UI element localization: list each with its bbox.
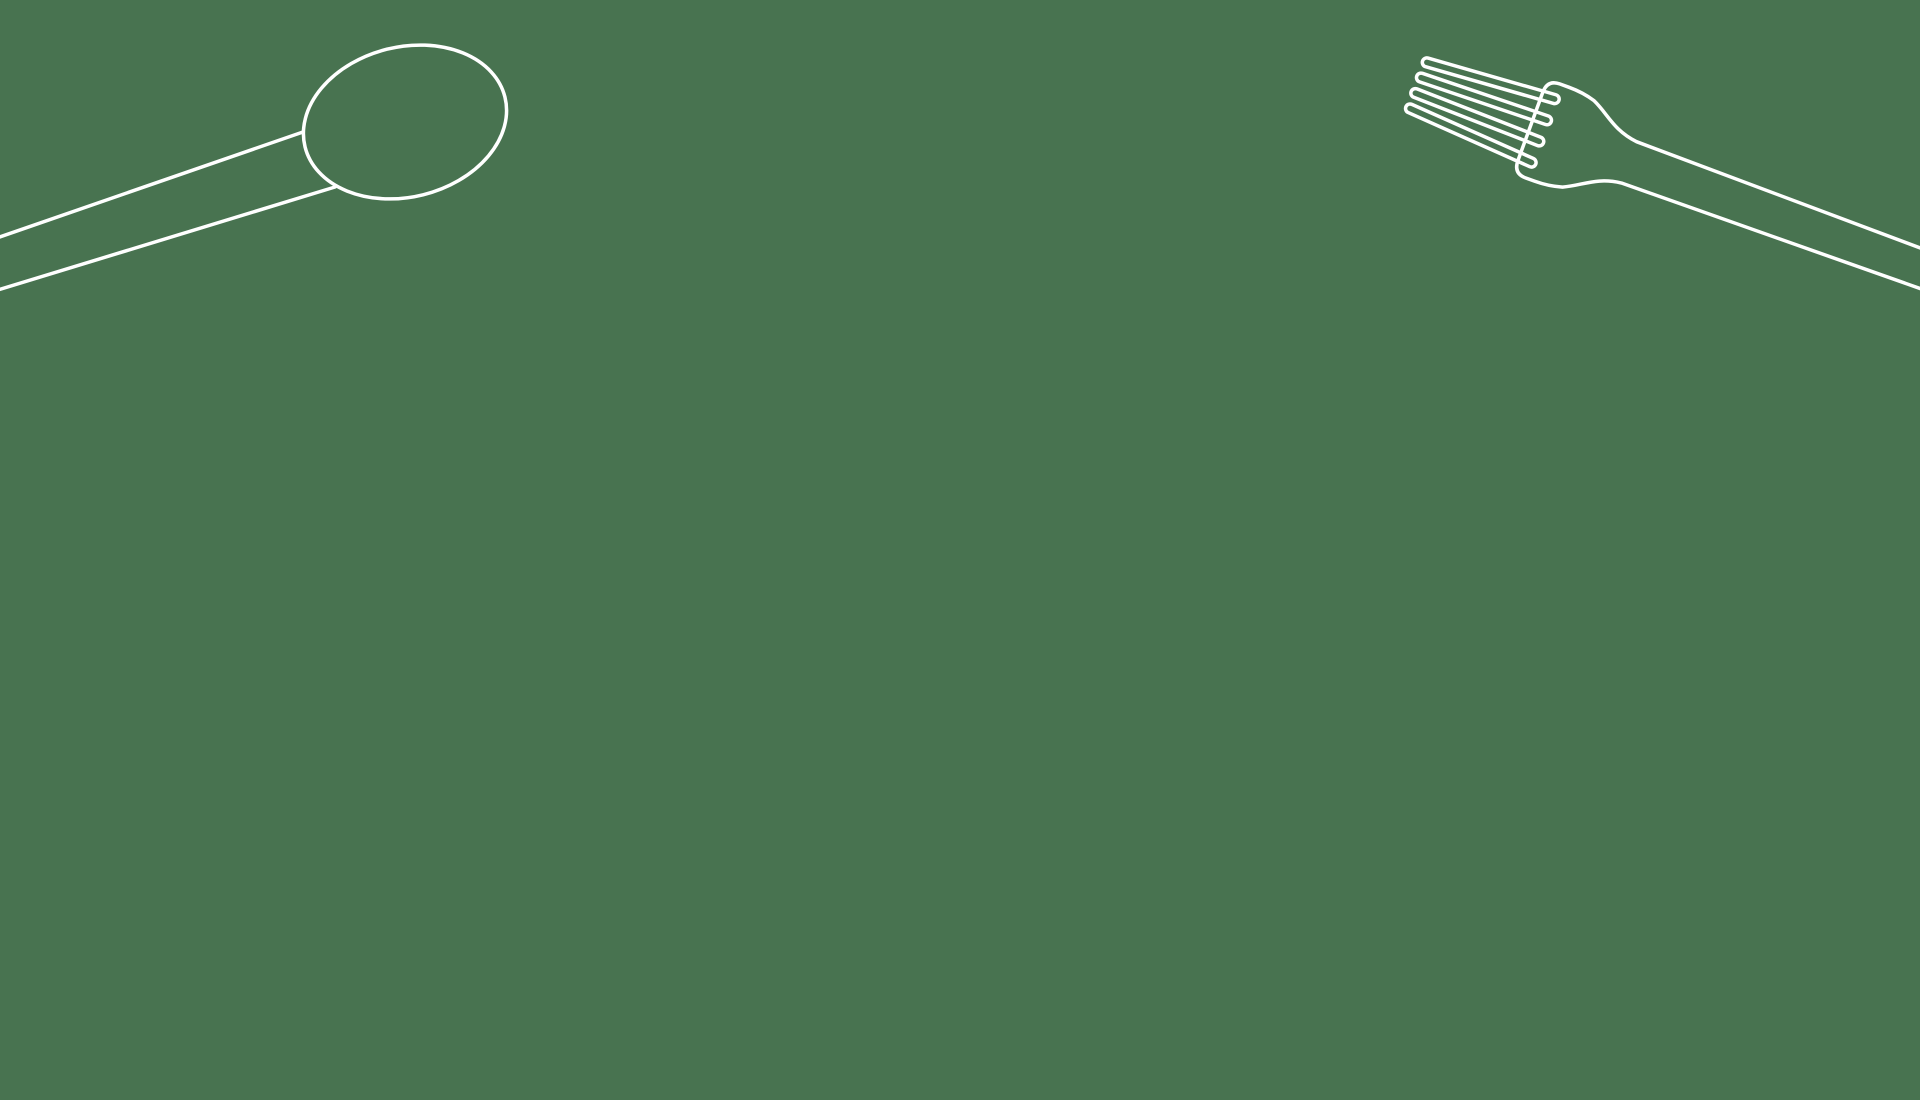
fork-icon xyxy=(1403,56,1920,361)
fork-tine xyxy=(1414,71,1554,127)
spoon-icon xyxy=(0,43,509,292)
fork-tine xyxy=(1409,86,1546,148)
fork-tine xyxy=(1420,56,1561,106)
spoon-bowl xyxy=(301,43,509,201)
fork-head-and-handle xyxy=(1514,81,1920,361)
spoon-handle-bottom-edge xyxy=(0,185,337,292)
fork-tine xyxy=(1403,102,1538,169)
spoon-handle-top-edge xyxy=(0,130,305,239)
